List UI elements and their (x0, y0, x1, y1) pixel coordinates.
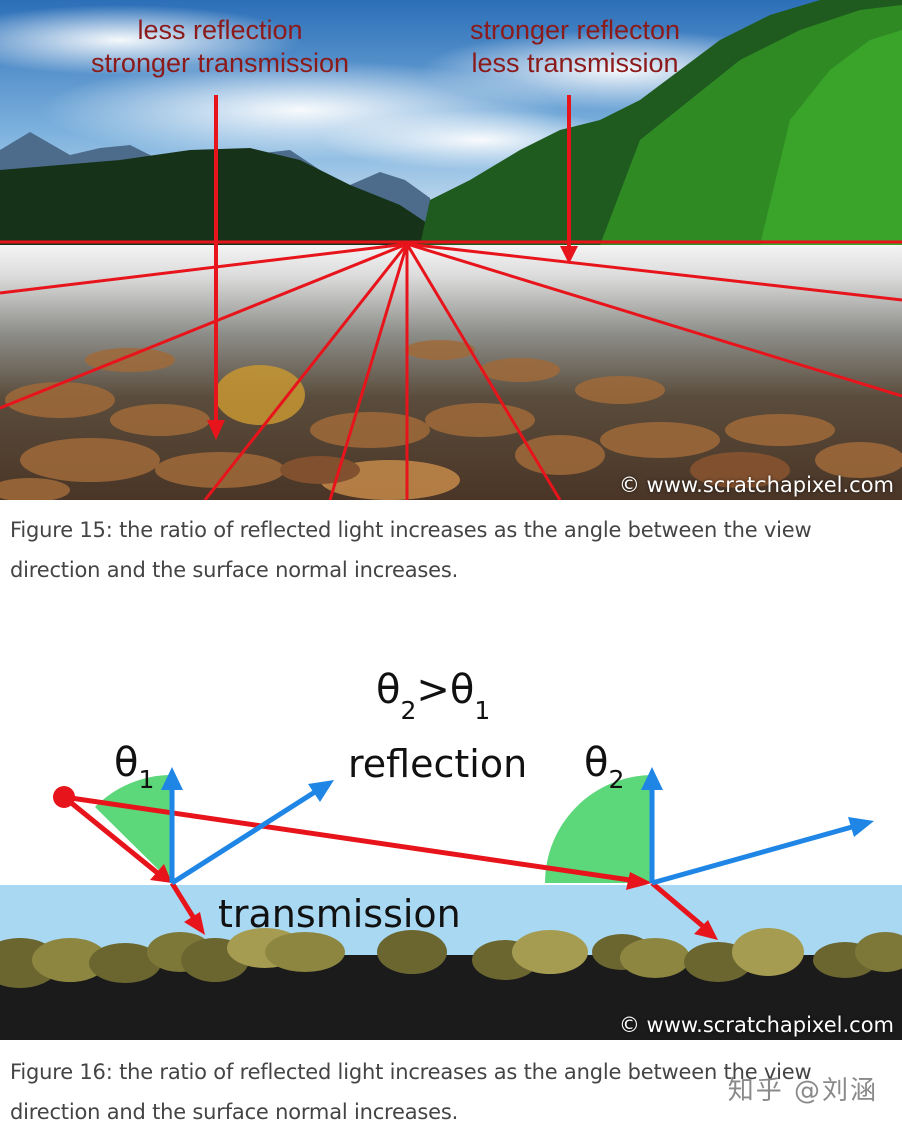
figure15-credit: © www.scratchapixel.com (618, 473, 894, 497)
figure16-caption-line1: Figure 16: the ratio of reflected light … (10, 1060, 812, 1084)
theta2-label: θ2 (584, 740, 624, 794)
lake-scene (0, 0, 902, 500)
annotation-stronger-reflection: stronger reflecton less transmission (420, 14, 730, 80)
figure16-caption: Figure 16: the ratio of reflected light … (10, 1052, 890, 1132)
annotation-less-reflection: less reflection stronger transmission (40, 14, 400, 80)
reflection-label: reflection (348, 742, 528, 786)
zhihu-watermark: 知乎 @刘涵 (727, 1076, 878, 1106)
eq-lhs-sub: 2 (400, 696, 417, 725)
reflection-rays (0, 240, 902, 500)
figure16-credit: © www.scratchapixel.com (618, 1013, 894, 1037)
figure15-caption: Figure 15: the ratio of reflected light … (10, 510, 890, 590)
eq-rhs-sub: 1 (474, 696, 491, 725)
reflection-diagram (0, 767, 902, 1040)
stones (0, 928, 902, 988)
figure15-caption-line2: direction and the surface normal increas… (10, 558, 459, 582)
angle-theta2-arc (544, 775, 652, 883)
eq-lhs: θ (376, 667, 401, 713)
eq-rhs: θ (449, 667, 475, 713)
figure16-caption-line2: direction and the surface normal increas… (10, 1100, 459, 1124)
figure15-photo: less reflection stronger transmission st… (0, 0, 902, 500)
theta1-label: θ1 (114, 740, 154, 794)
reflected-arrowheads (308, 780, 874, 837)
normal-arrowheads (161, 767, 663, 790)
annotation-right-line1: stronger reflecton (469, 15, 681, 45)
annotation-right-line2: less transmission (471, 48, 679, 78)
theta1-sub: 1 (138, 765, 155, 794)
riverbed-stones (0, 340, 902, 500)
figure15-caption-line1: Figure 15: the ratio of reflected light … (10, 518, 812, 542)
figure16-diagram: θ2>θ1 θ1 θ2 reflection transmission © ww… (0, 630, 902, 1040)
theta2-sub: 2 (608, 765, 625, 794)
annotation-left-line2: stronger transmission (90, 48, 350, 78)
theta1-symbol: θ (114, 740, 139, 786)
angle-inequality: θ2>θ1 (376, 667, 490, 725)
view-rays (62, 794, 707, 930)
annotation-left-line1: less reflection (137, 15, 303, 45)
annotation-arrows (207, 95, 578, 440)
normal-arrows (169, 785, 655, 883)
theta2-symbol: θ (584, 740, 609, 786)
red-arrowheads (150, 864, 718, 940)
eq-op: > (416, 667, 450, 713)
reflected-rays (170, 787, 853, 886)
transmission-label: transmission (218, 892, 461, 936)
